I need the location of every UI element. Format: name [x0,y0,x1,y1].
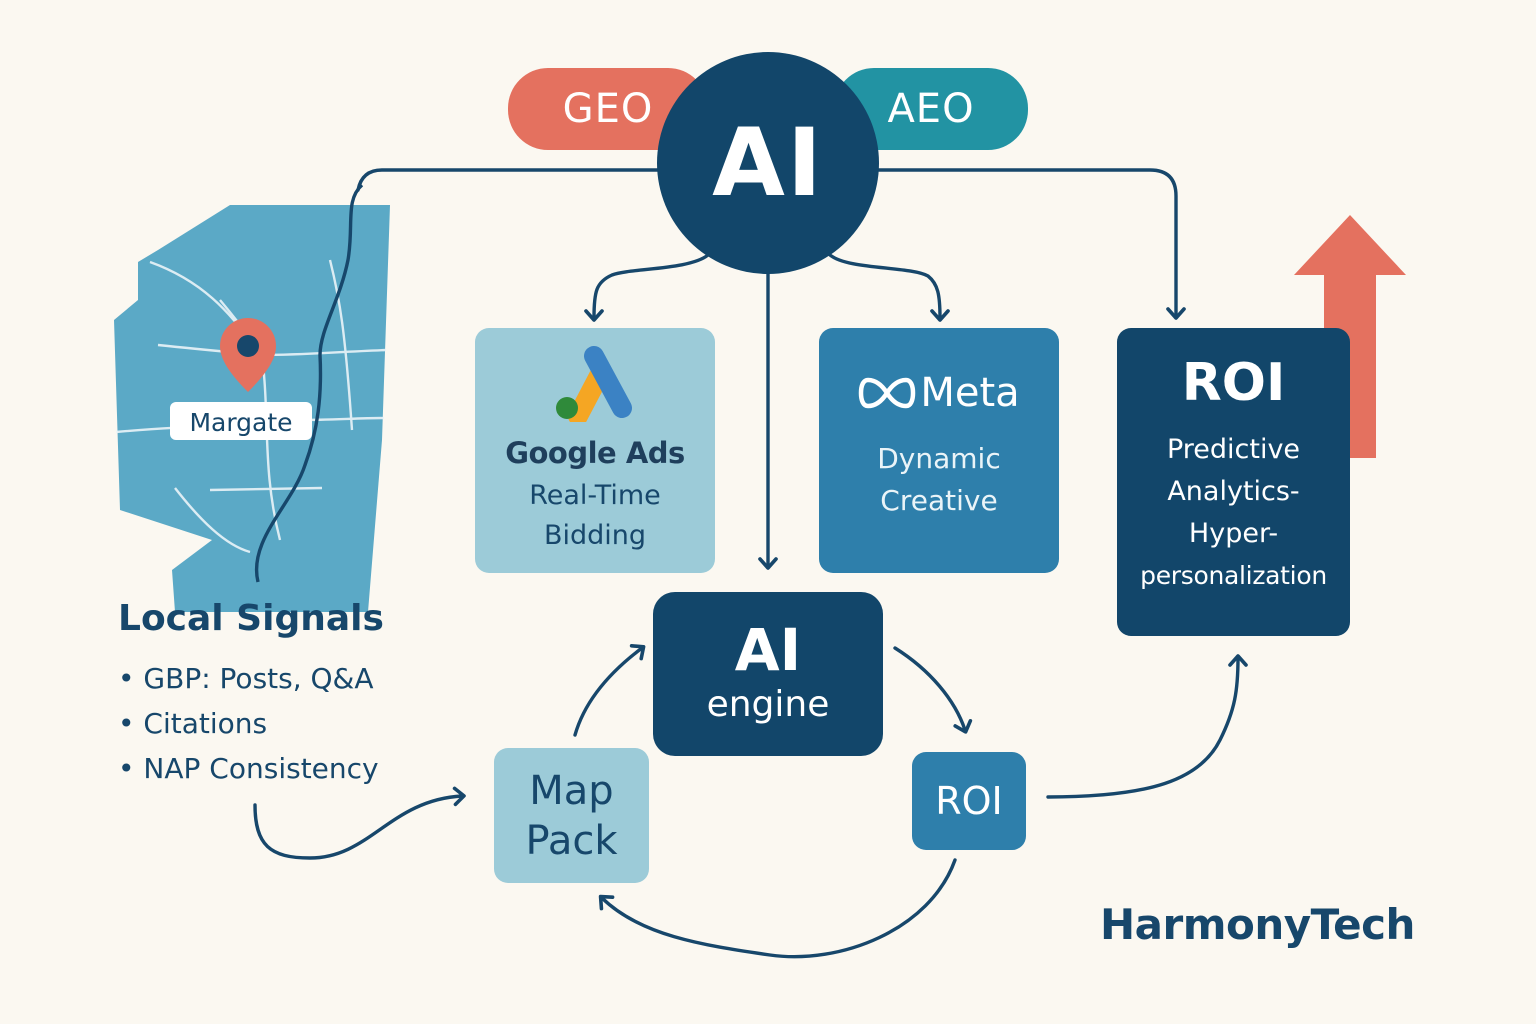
meta-line2: Creative [880,483,998,517]
connector-roi-to-roicard [1046,654,1248,799]
ai-hub: AI [657,52,879,274]
ai-hub-label: AI [712,108,824,218]
map-pack-box: Map Pack [494,748,649,883]
city-label: Margate [189,408,292,437]
google-ads-line2: Bidding [543,519,647,551]
roi-small-box: ROI [912,752,1026,850]
connectors [253,168,1248,959]
meta-infinity-icon [859,377,916,408]
connector-hub-to-meta [828,253,950,322]
map-pack-line1: Map [529,767,614,814]
connector-engine-to-roi [893,646,973,734]
connector-mappack-to-engine [573,644,646,737]
roi-card-line2: Analytics- [1167,476,1300,507]
growth-arrow-icon [1294,215,1406,458]
connector-roi-to-mappack [598,858,957,959]
city-label-box [170,402,312,440]
local-signals-list: • GBP: Posts, Q&A • Citations • NAP Cons… [118,656,379,791]
connector-signals-to-mappack [253,786,466,860]
local-signal-item: • GBP: Posts, Q&A [118,662,374,695]
google-ads-logo-icon [556,345,632,422]
map-river [254,183,364,583]
map-pack-line2: Pack [525,817,618,864]
connector-hub-to-map [356,168,667,192]
aeo-label: AEO [887,86,975,132]
ai-engine-line2: engine [706,684,830,725]
brand-name: HarmonyTech [1100,900,1415,949]
roi-card: ROI Predictive Analytics- Hyper- persona… [1117,328,1350,636]
ai-engine-line1: AI [734,616,802,684]
location-pin-icon [220,318,276,392]
meta-brand-row: Meta [858,369,1020,416]
connector-hub-to-google [584,253,710,322]
local-signal-item: • NAP Consistency [118,752,379,785]
region-map: Margate [114,183,390,612]
roi-card-line1: Predictive [1166,434,1301,465]
roi-card-line4: personalization [1140,561,1327,590]
meta-card: Meta Dynamic Creative [819,328,1059,573]
roi-card-line3: Hyper- [1188,518,1279,549]
ai-engine-box: AI engine [653,592,883,756]
google-ads-card: Google Ads Real-Time Bidding [475,328,715,573]
roi-card-title: ROI [1181,353,1286,413]
local-signals-title: Local Signals [118,598,384,639]
local-signal-item: • Citations [118,707,268,740]
geo-label: GEO [562,86,654,132]
connector-hub-to-roi [873,168,1186,320]
meta-brand: Meta [920,369,1020,416]
google-ads-line1: Real-Time [529,479,661,511]
meta-line1: Dynamic [877,441,1001,475]
google-ads-brand: Google Ads [505,435,685,470]
roi-small-label: ROI [935,779,1003,823]
